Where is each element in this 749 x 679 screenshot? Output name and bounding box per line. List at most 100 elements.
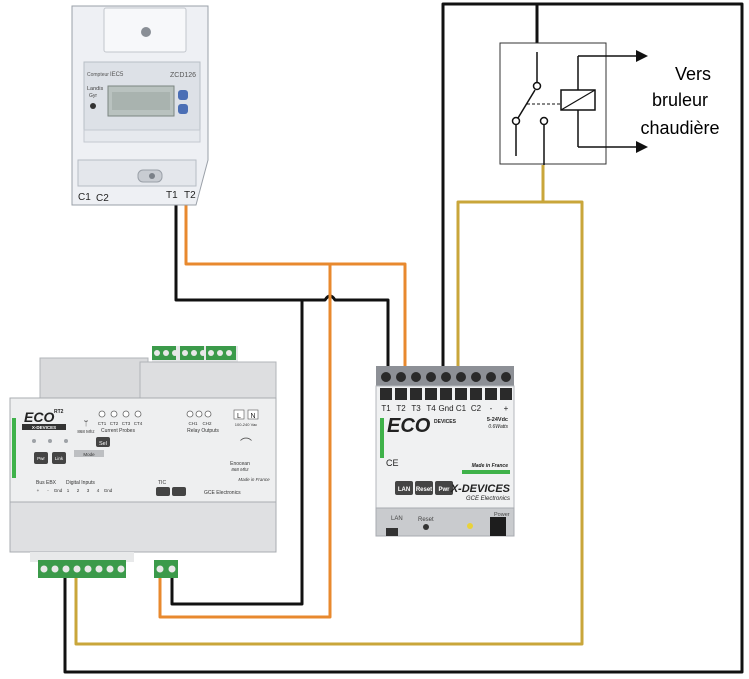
wire-t2-orange [184,200,407,366]
eco-terminal-label: T4 [426,404,436,413]
green-accent-bar [380,418,384,458]
screw-terminal [426,372,436,382]
eco-lan-port [386,528,398,536]
screw-terminal [381,372,391,382]
rt2-brand-sup: RT2 [54,409,64,415]
meter-led [90,103,96,109]
wire-outer-black [63,2,744,674]
rt2-link-label: Link [55,456,64,461]
ct-label: CT4 [134,421,143,426]
di-label: - [47,488,49,493]
screw-terminal [396,372,406,382]
screw-terminal [486,372,496,382]
eco-ce-mark: CE [386,458,399,468]
relay-label-line3: chaudière [640,118,719,138]
screw-terminal [441,372,451,382]
arrow-right-icon [636,141,648,153]
rt2-link-button [52,452,66,464]
rt2-rf-label: 868 Mhz [77,429,95,434]
rt2-tic-label: TIC [158,480,166,486]
relay-label-line1: Vers [675,64,711,84]
rt2-tic-button-1 [156,487,170,496]
ct-label: CT2 [110,421,119,426]
rt2-tic-button-2 [172,487,186,496]
ct-label: CT3 [122,421,131,426]
ct-label: CT1 [98,421,107,426]
rt2-made-in: Made in France [238,477,270,482]
wire-black-tic [170,300,304,606]
eco-terminal-label: + [504,404,509,413]
eco-maker: X-DEVICES [450,483,511,495]
switch-blade [517,89,536,119]
eco-terminal-label: T3 [411,404,421,413]
relay-label: CH2 [202,421,211,426]
eco-port-reset: Reset [418,517,434,523]
rt2-pwr-button [34,452,48,464]
relay-output [186,410,194,418]
rt2-ct-caption: Current Probes [101,428,135,434]
ct-input [110,410,118,418]
screw-terminal [471,372,481,382]
meter-model: ZCD126 [170,72,196,79]
eco-terminal-label: C1 [456,404,467,413]
relay-label-line2: bruleur [652,90,708,110]
seal-screw-icon [141,27,151,37]
meter-top-label-left: Compteur [87,72,109,78]
meter-terminal-t1: T1 [166,190,178,201]
eco-brand: ECO [387,415,431,437]
eco-made-in: Made in France [472,463,509,469]
rt2-enocean-freq: 868 Mhz [231,467,249,472]
eco-pwr-label: Pwr [438,487,450,493]
arrow-right-icon [636,50,648,62]
screw-terminal [411,372,421,382]
eco-maker-sub: GCE Electronics [466,496,510,502]
wire-t1-black [174,200,390,366]
rt2-digital-label: Digital Inputs [66,480,95,486]
terminal-block [154,560,178,578]
eco-lan-label: LAN [398,487,410,493]
meter-button-2 [178,104,188,114]
rt2-pwr-label: Pwr [37,456,45,461]
rt2-green-accent [12,418,16,478]
wire-gold [74,200,584,646]
di-label: 1 [67,488,70,493]
wires [63,2,744,674]
eco-terminal-label: T1 [381,404,391,413]
relay-output [204,410,212,418]
eco-terminal-label: Gnd [438,404,453,413]
enocean-wave-icon: ⌒ [240,437,252,451]
di-label: + [37,488,40,493]
switch-common-contact [532,81,542,91]
rt2-bus-label: Bus EBX [36,480,57,486]
meter-terminal-c1: C1 [78,192,91,203]
ct-input [122,410,130,418]
ct-input [98,410,106,418]
meter-terminal-t2: T2 [184,190,196,201]
rt2-gce: GCE Electronics [204,490,241,496]
eco-power-jack [490,517,506,536]
eco-supply-line1: 5-24Vdc [487,417,508,423]
relay-label: CH1 [188,421,197,426]
meter-terminal-c2: C2 [96,193,109,204]
rt2-brand: ECO [24,409,54,425]
eco-reset-button [415,481,433,495]
ct-input [134,410,142,418]
terminal-block [38,560,126,578]
di-label: 2 [77,488,80,493]
screw-terminal [456,372,466,382]
wire-orange-tic [158,264,332,619]
meter-brand-line1: Landis [87,86,103,92]
screw-terminal [501,372,511,382]
di-label: Gnd [104,488,113,493]
meter-top-label-mid: IEC5 [110,72,124,78]
rt2-sel-label: Sel [99,441,107,447]
di-label: 4 [97,488,100,493]
eco-port-power: Power [494,512,510,518]
eco-terminal-label: - [490,404,493,413]
rt2-relay-caption: Relay Outputs [187,428,219,434]
eco-supply-line2: 0.6Watts [488,424,508,430]
rt2-ln-n: N [250,413,255,420]
eco-terminal-label: C2 [471,404,482,413]
